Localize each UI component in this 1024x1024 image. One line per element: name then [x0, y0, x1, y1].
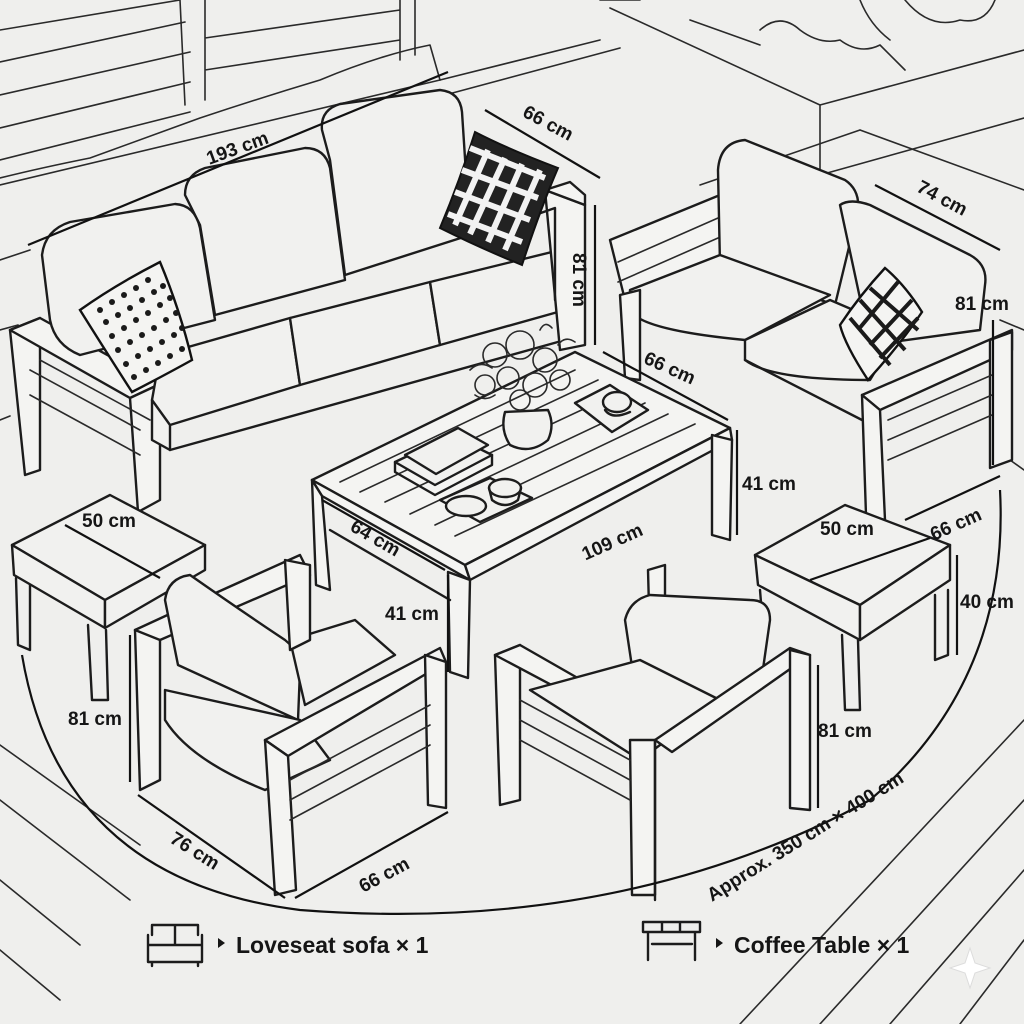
- planter: [599, 0, 1024, 176]
- sparkle-icon: [948, 946, 992, 990]
- dim-sofa-depth-line: [484, 109, 601, 179]
- coffee-table-icon: [641, 920, 702, 962]
- loveseat-sofa: [8, 88, 587, 514]
- label-sofa-height: 81 cm: [568, 253, 589, 307]
- legend-coffee-table-label: Coffee Table × 1: [734, 932, 910, 958]
- right-ottoman: [753, 503, 952, 712]
- label-right-ottoman-width: 50 cm: [820, 519, 874, 540]
- woven-pillow: [838, 266, 924, 382]
- label-sofa-depth: 66 cm: [519, 102, 576, 146]
- loveseat-icon: [146, 923, 204, 968]
- label-table-depth-top: 66 cm: [641, 348, 699, 389]
- dim-overall-arc: [20, 489, 1002, 916]
- label-front-right-height: 81 cm: [818, 721, 872, 742]
- left-ottoman: [10, 493, 207, 702]
- label-left-ottoman-width: 50 cm: [82, 511, 136, 532]
- dim-front-left-depth-line: [294, 811, 449, 899]
- label-right-ottoman-depth: 66 cm: [927, 504, 985, 545]
- label-table-height-left: 41 cm: [385, 604, 439, 625]
- label-table-height-right: 41 cm: [742, 474, 796, 495]
- dotted-pillow: [78, 260, 194, 394]
- dim-sofa-width-line: [27, 70, 449, 247]
- label-chair-height: 81 cm: [955, 294, 1009, 315]
- fence: [0, 0, 621, 186]
- label-right-ottoman-height: 40 cm: [960, 592, 1014, 613]
- legend-arrow-icon: [218, 938, 225, 948]
- dim-table-depth-top-line: [602, 351, 729, 421]
- dim-right-ottoman-depth-line: [904, 475, 1001, 521]
- flower-bouquet: [469, 323, 576, 411]
- dim-table-depth-left-line: [321, 499, 446, 571]
- dim-right-ottoman-width-line: [809, 536, 931, 582]
- label-table-length: 109 cm: [579, 520, 646, 565]
- legend-loveseat-label: Loveseat sofa × 1: [236, 932, 429, 958]
- label-front-left-height: 81 cm: [68, 709, 122, 730]
- right-armchair: [608, 138, 1014, 522]
- legend-arrow-icon: [716, 938, 723, 948]
- table-decor: [393, 323, 650, 524]
- dimension-lines: [20, 70, 1002, 916]
- dim-chair-width-line: [874, 184, 1001, 251]
- dim-left-ottoman-width-line: [64, 524, 161, 579]
- checked-pillow: [438, 130, 560, 267]
- label-chair-width: 74 cm: [913, 177, 970, 221]
- front-left-armchair: [133, 553, 448, 897]
- front-right-armchair: [493, 563, 812, 902]
- dim-front-left-width-line: [137, 794, 286, 899]
- legend: Loveseat sofa × 1 Coffee Table × 1: [146, 920, 910, 968]
